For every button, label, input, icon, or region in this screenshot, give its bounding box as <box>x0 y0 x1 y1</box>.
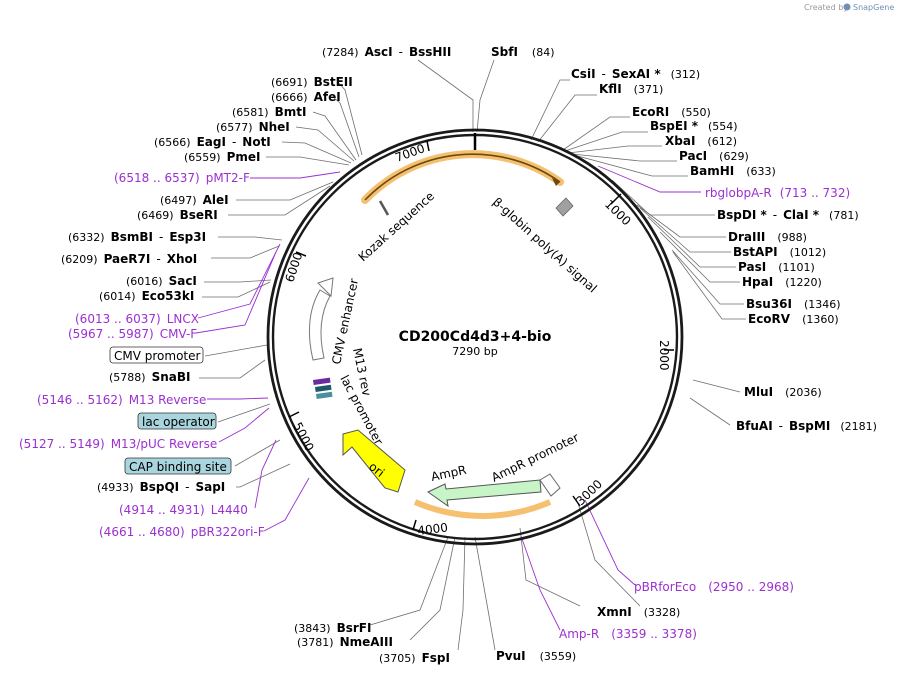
primer-cmv-f[interactable]: (5967 .. 5987)CMV-F <box>68 327 197 341</box>
m13-rev-feature <box>313 377 331 385</box>
site-pvui[interactable]: PvuI(3559) <box>496 649 576 663</box>
site-bsrfi[interactable]: (3843)BsrFI <box>294 621 371 635</box>
site-leader-lines <box>199 59 746 651</box>
site-snabi[interactable]: (5788)SnaBI <box>109 370 190 384</box>
cmv-promoter-box <box>109 346 204 364</box>
lac-operator-label[interactable]: lac operator <box>142 415 215 429</box>
site-pmei[interactable]: (6559)PmeI <box>184 150 260 164</box>
site-xmni[interactable]: XmnI(3328) <box>597 605 680 619</box>
site-bamhi[interactable]: BamHI(633) <box>690 164 776 178</box>
primer-amp-r[interactable]: Amp-R(3359 .. 3378) <box>559 627 697 641</box>
lac-operator-feature <box>315 384 332 392</box>
primer-pbr322ori-f[interactable]: (4661 .. 4680)pBR322ori-F <box>99 525 265 539</box>
site-saci[interactable]: (6016)SacI <box>126 274 197 288</box>
lac-operator-box <box>137 412 217 430</box>
site-bsteii[interactable]: (6691)BstEII <box>271 75 353 89</box>
site-hpai[interactable]: HpaI(1220) <box>742 275 822 289</box>
site-pasi[interactable]: PasI(1101) <box>738 260 815 274</box>
site-bsmbi-esp3i[interactable]: (6332)BsmBI-Esp3I <box>68 230 206 244</box>
cmv-enhancer-arrow <box>308 289 331 361</box>
credit-text: Created by <box>804 3 848 12</box>
site-bstapi[interactable]: BstAPI(1012) <box>733 245 826 259</box>
plasmid-name: CD200Cd4d3+4-bio <box>399 329 552 345</box>
site-alei[interactable]: (6497)AleI <box>160 193 229 207</box>
cmv-promoter-label[interactable]: CMV promoter <box>114 349 201 363</box>
primer-m13-puc-reverse[interactable]: (5127 .. 5149)M13/pUC Reverse <box>19 437 217 451</box>
site-bfuai-bspmi[interactable]: BfuAI-BspMI(2181) <box>736 419 877 433</box>
site-paer7i-xhoi[interactable]: (6209)PaeR7I-XhoI <box>61 252 197 266</box>
brand-text: SnapGene <box>853 3 894 12</box>
site-bspqi-sapi[interactable]: (4933)BspQI-SapI <box>97 480 225 494</box>
site-ecori[interactable]: EcoRI(550) <box>632 105 711 119</box>
plasmid-length: 7290 bp <box>452 345 497 358</box>
orf-arrowhead-top <box>552 178 560 186</box>
site-bspdi-clai[interactable]: BspDI *-ClaI *(781) <box>717 208 859 222</box>
tick-2000: 2000 <box>657 340 671 371</box>
polya-label: β-globin poly(A) signal <box>490 195 600 296</box>
site-nmeaiii[interactable]: (3781)NmeAIII <box>297 635 393 649</box>
site-bspei[interactable]: BspEI *(554) <box>650 119 738 133</box>
ampr-promoter-label: AmpR promoter <box>489 430 581 484</box>
site-ecorv[interactable]: EcoRV(1360) <box>748 312 839 326</box>
site-xbai[interactable]: XbaI(612) <box>665 134 737 148</box>
cmv-enhancer-arrowhead <box>317 277 334 298</box>
ampr-arrow <box>427 479 542 508</box>
primer-pbrforeco[interactable]: pBRforEco(2950 .. 2968) <box>634 580 794 594</box>
cap-binding-site-box <box>124 457 232 475</box>
tick-1000: 1000 <box>602 197 634 228</box>
ori-arrow <box>342 429 406 493</box>
site-asci-bsshii[interactable]: (7284)AscI-BssHII <box>322 45 451 59</box>
tick-4000: 4000 <box>417 520 449 538</box>
ampr-highlight <box>413 499 552 519</box>
site-fspi[interactable]: (3705)FspI <box>379 651 450 665</box>
site-csii-sexai[interactable]: CsiI-SexAI *(312) <box>571 67 700 81</box>
site-labels: (7284)AscI-BssHII SbfI(84) CsiI-SexAI *(… <box>61 45 877 665</box>
site-kfli[interactable]: KflI(371) <box>599 82 663 96</box>
site-afei[interactable]: (6666)AfeI <box>271 90 341 104</box>
site-sbfi[interactable]: SbfI(84) <box>491 45 555 59</box>
primer-l4440[interactable]: (4914 .. 4931)L4440 <box>119 503 248 517</box>
site-mlui[interactable]: MluI(2036) <box>744 385 822 399</box>
lac-promoter-feature <box>316 391 333 399</box>
snapgene-logo-icon <box>843 3 851 11</box>
site-eco53ki[interactable]: (6014)Eco53kI <box>99 289 194 303</box>
orf-arrow-top <box>364 153 561 201</box>
tick-marks <box>288 140 674 531</box>
primer-labels: (6518 .. 6537)pMT2-F rbglobpA-R(713 .. 7… <box>19 171 850 641</box>
primer-pmt2-f[interactable]: (6518 .. 6537)pMT2-F <box>114 171 250 185</box>
cap-binding-site-label[interactable]: CAP binding site <box>129 460 227 474</box>
site-eagi-noti[interactable]: (6566)EagI-NotI <box>154 135 271 149</box>
kozak-marker <box>378 200 390 216</box>
site-paci[interactable]: PacI(629) <box>679 149 749 163</box>
site-bseri[interactable]: (6469)BseRI <box>137 208 218 222</box>
ampr-label: AmpR <box>430 463 468 484</box>
site-nhei[interactable]: (6577)NheI <box>216 120 290 134</box>
site-draiii[interactable]: DraIII(988) <box>728 230 807 244</box>
boxed-feature-labels: CMV promoter lac operator CAP binding si… <box>109 346 232 475</box>
site-bmti[interactable]: (6581)BmtI <box>232 105 306 119</box>
polya-signal-block <box>555 197 574 217</box>
primer-lncx[interactable]: (6013 .. 6037)LNCX <box>75 312 199 326</box>
primer-m13-reverse[interactable]: (5146 .. 5162)M13 Reverse <box>37 393 206 407</box>
primer-leader-lines <box>195 165 701 631</box>
plasmid-backbone <box>266 128 684 546</box>
primer-rbglobpa-r[interactable]: rbglobpA-R(713 .. 732) <box>705 186 850 200</box>
ampr-promoter-arrow <box>539 473 561 497</box>
site-bsu36i[interactable]: Bsu36I(1346) <box>746 297 841 311</box>
